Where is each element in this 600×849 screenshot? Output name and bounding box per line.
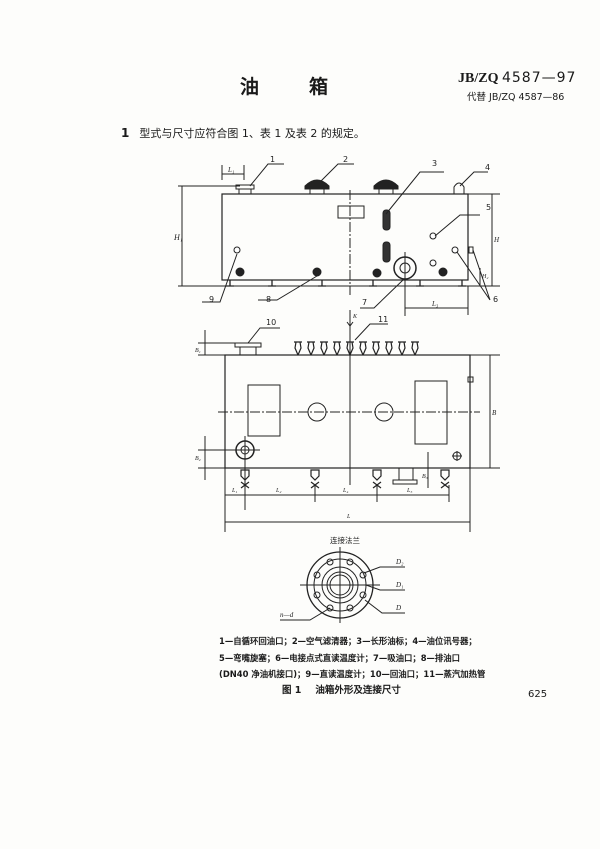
legend-line: 1—自循环回油口；2—空气滤清器；3—长形油标；4—油位讯号器； <box>219 636 477 646</box>
svg-text:8: 8 <box>266 295 271 304</box>
svg-text:H₂: H₂ <box>481 274 488 280</box>
svg-text:9: 9 <box>209 295 214 304</box>
top-view: K B <box>195 310 500 532</box>
svg-text:H₁: H₁ <box>173 233 183 242</box>
svg-text:D: D <box>395 604 401 612</box>
svg-text:L₄: L₄ <box>342 488 348 494</box>
svg-text:1: 1 <box>270 155 275 164</box>
flange-title: 连接法兰 <box>330 536 360 545</box>
svg-text:10: 10 <box>266 318 276 327</box>
svg-text:B₁: B₁ <box>195 348 201 354</box>
svg-text:B₂: B₂ <box>195 456 201 462</box>
document-title: 油箱 <box>240 76 331 98</box>
svg-text:D₁: D₁ <box>395 581 404 589</box>
svg-text:D₂: D₂ <box>395 558 404 566</box>
figure-legend: 1—自循环回油口；2—空气滤清器；3—长形油标；4—油位讯号器； 5—弯嘴旋塞；… <box>219 633 519 683</box>
svg-text:3: 3 <box>432 159 437 168</box>
svg-text:B₃: B₃ <box>422 474 428 480</box>
svg-text:6: 6 <box>493 295 498 304</box>
svg-text:K: K <box>352 314 358 320</box>
oil-tank-drawing: H₁ L₁ H L₃ H₂ 1 2 3 4 5 6 7 8 9 <box>173 155 500 532</box>
standard-code: JB/ZQ 4587—97 <box>458 70 577 86</box>
svg-text:2: 2 <box>343 155 348 164</box>
svg-text:L₁: L₁ <box>231 488 237 494</box>
page-number: 625 <box>528 689 548 700</box>
svg-text:7: 7 <box>362 298 367 307</box>
replaces-standard: 代替 JB/ZQ 4587—86 <box>467 92 565 103</box>
svg-text:4: 4 <box>485 163 490 172</box>
legend-line: (DN40 净油机接口)；9—直读温度计；10—回油口；11—蒸汽加热管 <box>219 669 486 679</box>
svg-text:L₁: L₁ <box>227 166 234 174</box>
svg-text:B: B <box>492 409 497 417</box>
svg-text:n—d: n—d <box>280 611 294 619</box>
svg-text:L: L <box>346 514 351 520</box>
svg-text:H: H <box>493 236 500 244</box>
front-view: H₁ L₁ H L₃ H₂ 1 2 3 4 5 6 7 8 9 <box>173 155 500 316</box>
svg-text:11: 11 <box>378 315 388 324</box>
svg-text:L₃: L₃ <box>431 300 439 308</box>
flange-drawing: D₂ D₁ D n—d <box>280 547 405 623</box>
svg-text:L₅: L₅ <box>406 488 412 494</box>
svg-text:L₂: L₂ <box>275 488 281 494</box>
svg-text:5: 5 <box>486 203 491 212</box>
legend-line: 5—弯嘴旋塞；6—电接点式直读温度计；7—吸油口；8—排油口 <box>219 652 461 663</box>
